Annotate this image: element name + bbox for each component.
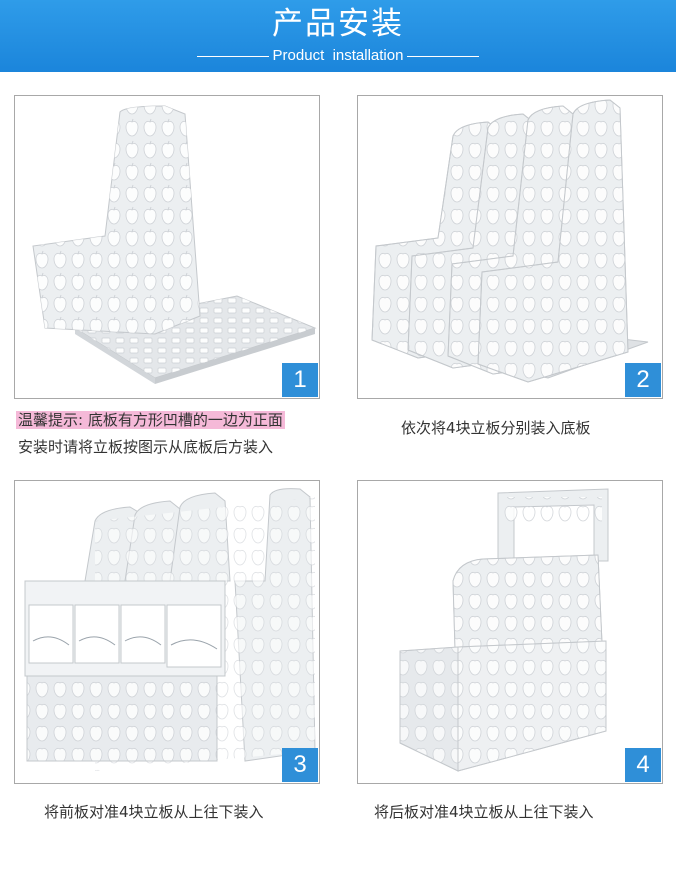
step-1-badge: 1 [282,363,318,397]
step-1-panel: 1 [14,95,320,399]
step-1-illustration [32,105,317,384]
step-4-panel: 4 [357,480,663,784]
step-2-badge: 2 [625,363,661,397]
subtitle-rule-right [407,55,480,57]
tip-highlight-line: 温馨提示: 底板有方形凹槽的一边为正面 [16,409,285,431]
page-title: 产品安装 [272,6,404,42]
tip-highlight: 温馨提示: 底板有方形凹槽的一边为正面 [16,411,285,429]
tip-line-2: 安装时请将立板按图示从底板后方装入 [18,438,274,456]
step-4-illustration [399,488,609,772]
subtitle-rule-left [196,55,269,57]
step-3-caption: 将前板对准4块立板从上往下装入 [44,803,264,821]
step-4-badge: 4 [625,748,661,782]
step-2-panel: 2 [357,95,663,399]
step-3-illustration [24,488,316,771]
header-banner: 产品安装 Product installation [0,0,676,72]
subtitle-row: Product installation [0,46,676,66]
step-4-caption: 将后板对准4块立板从上往下装入 [374,803,594,821]
step-3-panel: 3 [14,480,320,784]
page-subtitle: Product installation [272,47,404,64]
step-2-caption: 依次将4块立板分别装入底板 [401,419,591,437]
step-2-illustration [371,99,649,383]
step-3-badge: 3 [282,748,318,782]
